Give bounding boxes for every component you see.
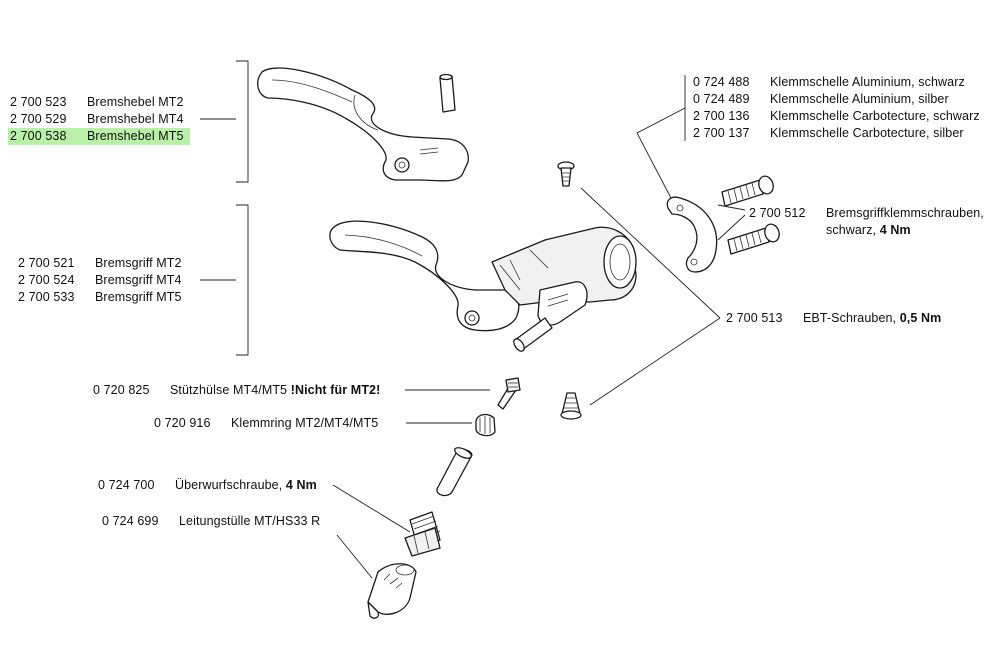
leader-ueberwurf (332, 484, 411, 533)
ueberwurf-label: 0 724 700 Überwurfschraube, 4 Nm (98, 477, 317, 494)
bremsgriff-row: 2 700 533 Bremsgriff MT5 (18, 289, 182, 306)
klemmschrauben-label-line2: schwarz, 4 Nm (826, 222, 911, 239)
ebt-screw-upper (557, 161, 575, 187)
part-name: Leitungstülle MT/HS33 R (179, 514, 321, 528)
ebt-label: 2 700 513 EBT-Schrauben, 0,5 Nm (726, 310, 941, 327)
support-sleeve (497, 377, 521, 410)
part-name: schwarz, (826, 223, 880, 237)
part-number: 0 724 489 (693, 92, 750, 106)
part-name: Klemmschelle Carbotecture, silber (770, 126, 964, 140)
part-number: 2 700 137 (693, 126, 750, 140)
part-number: 2 700 521 (18, 256, 75, 270)
handlebar-clamp (666, 196, 718, 273)
bremsgriff-row: 2 700 521 Bremsgriff MT2 (18, 255, 182, 272)
part-number: 2 700 538 (10, 129, 67, 143)
leader-klemmschelle (636, 107, 686, 201)
part-number: 2 700 533 (18, 290, 75, 304)
leader-leitung (336, 534, 373, 579)
part-name: Bremsgriffklemmschrauben, (826, 206, 984, 220)
klemmschelle-row: 0 724 488 Klemmschelle Aluminium, schwarz (693, 74, 965, 91)
part-name: Bremshebel MT4 (87, 112, 184, 126)
union-screw (404, 511, 441, 557)
brake-lever-assembly (329, 220, 637, 352)
part-name: Bremsgriff MT4 (95, 273, 182, 287)
bremsgriff-row: 2 700 524 Bremsgriff MT4 (18, 272, 182, 289)
klemmschelle-row: 2 700 137 Klemmschelle Carbotecture, silb… (693, 125, 964, 142)
warning-text: !Nicht für MT2! (290, 383, 381, 397)
part-number: 0 724 700 (98, 478, 155, 492)
leitung-label: 0 724 699 Leitungstülle MT/HS33 R (102, 513, 320, 530)
klemmschrauben-label: 2 700 512 Bremsgriffklemmschrauben, (749, 205, 984, 222)
part-name: Bremshebel MT5 (87, 129, 184, 143)
part-number: 0 724 488 (693, 75, 750, 89)
torque-value: 4 Nm (285, 478, 317, 492)
part-name: Klemmschelle Carbotecture, schwarz (770, 109, 980, 123)
bremshebel-row: 2 700 523 Bremshebel MT2 (10, 94, 184, 111)
part-number: 2 700 529 (10, 112, 67, 126)
torque-value: 0,5 Nm (899, 311, 942, 325)
lever-pin (439, 73, 456, 113)
part-name: Klemmschelle Aluminium, silber (770, 92, 949, 106)
part-number: 2 700 512 (749, 206, 806, 220)
bracket-bremsgriff (236, 204, 249, 356)
part-name: Klemmschelle Aluminium, schwarz (770, 75, 965, 89)
part-name: Klemmring MT2/MT4/MT5 (231, 416, 379, 430)
clamp-ring (475, 413, 496, 437)
part-name: Überwurfschraube, (175, 478, 286, 492)
part-number: 0 724 699 (102, 514, 159, 528)
part-name: Bremsgriff MT5 (95, 290, 182, 304)
part-name: Stützhülse MT4/MT5 (170, 383, 291, 397)
part-name: EBT-Schrauben, (803, 311, 900, 325)
part-name: Bremsgriff MT2 (95, 256, 182, 270)
part-number: 2 700 136 (693, 109, 750, 123)
klemmschelle-row: 0 724 489 Klemmschelle Aluminium, silber (693, 91, 949, 108)
line-grommet (367, 563, 417, 619)
klemmschelle-row: 2 700 136 Klemmschelle Carbotecture, schw… (693, 108, 980, 125)
part-number: 0 720 916 (154, 416, 211, 430)
clamp-screw-lower (727, 223, 780, 255)
leader-ebt (580, 187, 721, 406)
ebt-screw-lower (560, 392, 582, 420)
part-number: 2 700 523 (10, 95, 67, 109)
bracket-bremshebel (236, 60, 249, 183)
brake-lever-blade (257, 67, 469, 182)
part-number: 0 720 825 (93, 383, 150, 397)
clamp-screw-upper (721, 175, 774, 207)
part-number: 2 700 513 (726, 311, 783, 325)
leader-klemmschrauben (717, 204, 746, 241)
stuetzhuelse-label: 0 720 825 Stützhülse MT4/MT5 !Nicht für M… (93, 382, 380, 399)
part-name: Bremshebel MT2 (87, 95, 184, 109)
klemmring-label: 0 720 916 Klemmring MT2/MT4/MT5 (154, 415, 378, 432)
torque-value: 4 Nm (879, 223, 911, 237)
part-number: 2 700 524 (18, 273, 75, 287)
bremshebel-row: 2 700 529 Bremshebel MT4 (10, 111, 184, 128)
bremshebel-row-highlighted: 2 700 538 Bremshebel MT5 (8, 128, 190, 145)
hose-piece (436, 447, 473, 497)
